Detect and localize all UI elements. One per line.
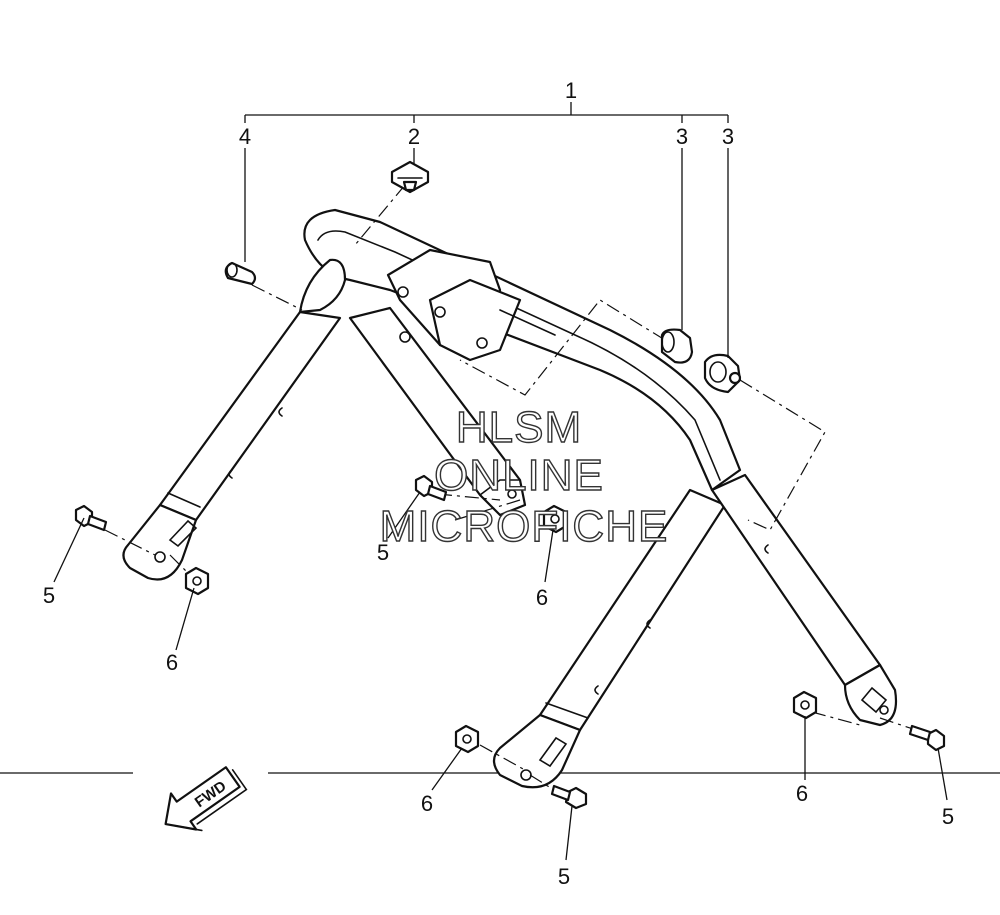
watermark-line-2: ONLINE [434,451,604,500]
bolt-5-middle [414,474,448,502]
nut-6-bottom [454,724,480,754]
callout-2: 2 [408,124,420,149]
callout-5-right: 5 [942,804,954,829]
callout-3-left: 3 [676,124,688,149]
callout-labels: 1 4 2 3 3 5 6 5 6 6 5 6 5 [43,78,954,889]
callout-5-left: 5 [43,583,55,608]
watermark-line-3: MICROFICHE [380,502,669,551]
assembly-lines [104,184,923,801]
clamp-part-2 [390,160,430,194]
callout-6-left: 6 [166,650,178,675]
callout-5-bottom: 5 [558,864,570,889]
watermark-line-1: HLSM [456,403,582,452]
bolt-5-left [74,504,108,532]
callout-1: 1 [565,78,577,103]
bolt-5-right [908,724,946,752]
callout-leaders [53,102,948,861]
nut-6-right [792,690,818,720]
nut-6-left [184,566,210,596]
callout-6-bottom: 6 [421,791,433,816]
bumper-part-3-right [703,353,742,394]
pin-part-4 [224,261,257,286]
fwd-arrow-icon: FWD [164,766,248,832]
bumper-part-3-left [660,328,694,364]
rear-frame-assembly [122,208,898,789]
callout-4: 4 [239,124,251,149]
callout-5-middle: 5 [377,540,389,565]
callout-6-middle: 6 [536,585,548,610]
callout-6-right: 6 [796,781,808,806]
callout-3-right: 3 [722,124,734,149]
nut-6-middle [542,504,568,534]
bolt-5-bottom [550,784,588,810]
watermark: HLSM ONLINE MICROFICHE [379,402,669,551]
